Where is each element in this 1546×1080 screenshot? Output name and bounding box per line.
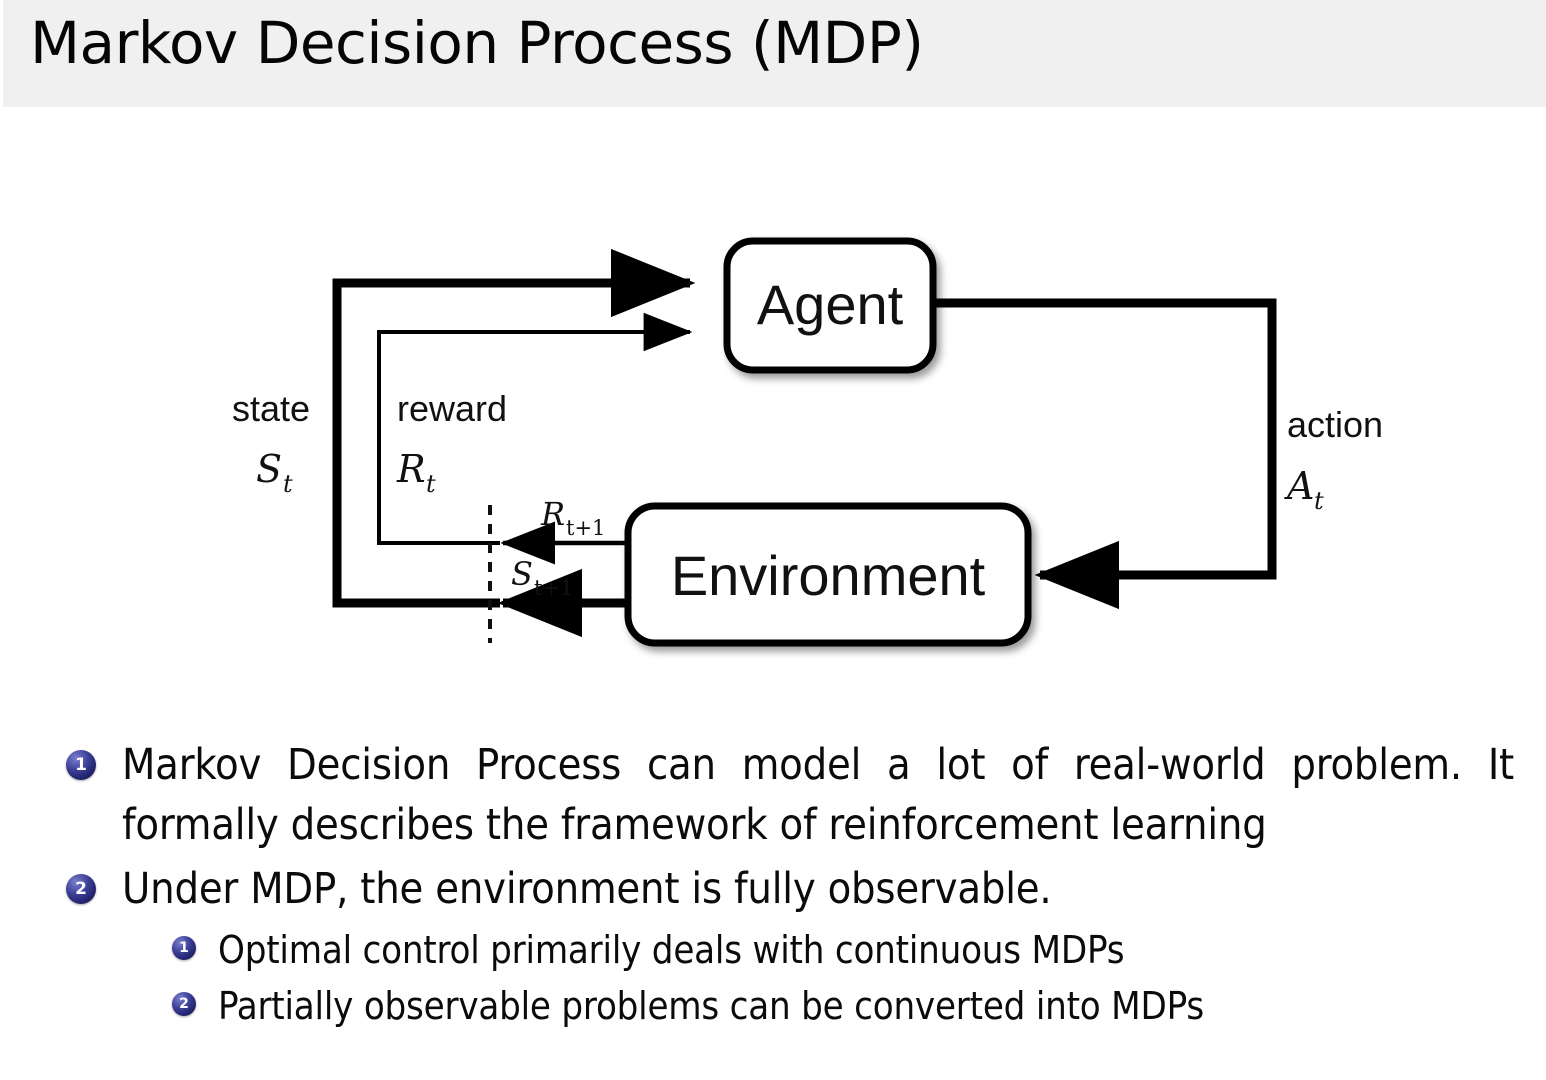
- bullet-text-1: Markov Decision Process can model a lot …: [122, 740, 1514, 850]
- edge-reward: [377, 312, 693, 545]
- state-label: state: [232, 388, 310, 429]
- list-item: 1 Optimal control primarily deals with c…: [172, 923, 1546, 977]
- list-item: 2 Partially observable problems can be c…: [172, 979, 1546, 1033]
- sub-bullet-marker-1: 1: [172, 936, 196, 960]
- agent-node: [723, 237, 937, 374]
- list-item: 2 Under MDP, the environment is fully ob…: [66, 859, 1546, 919]
- bullet-marker-1: 1: [66, 750, 96, 780]
- slide-header: Markov Decision Process (MDP): [0, 0, 1546, 107]
- bullet-list: 1 Markov Decision Process can model a lo…: [0, 735, 1546, 1035]
- environment-label: Environment: [671, 544, 986, 607]
- reward-next-symbol: R: [540, 495, 565, 533]
- state-next-subscript: t+1: [534, 576, 573, 600]
- mdp-diagram: Agent Environment state S t reward R t a…: [0, 107, 1546, 707]
- state-symbol: S: [256, 447, 282, 491]
- bullet-marker-2: 2: [66, 874, 96, 904]
- state-symbol-subscript: t: [283, 470, 293, 498]
- reward-next-subscript: t+1: [566, 516, 605, 540]
- reward-symbol-subscript: t: [426, 470, 436, 498]
- action-label: action: [1287, 404, 1383, 445]
- state-next-symbol: S: [511, 555, 533, 593]
- sub-bullet-text-1: Optimal control primarily deals with con…: [218, 928, 1125, 972]
- sub-bullet-text-2: Partially observable problems can be con…: [218, 984, 1204, 1028]
- list-item: 1 Markov Decision Process can model a lo…: [66, 735, 1546, 855]
- environment-node: [624, 502, 1032, 647]
- page-title: Markov Decision Process (MDP): [30, 9, 924, 77]
- reward-label: reward: [397, 388, 507, 429]
- edge-state: [332, 248, 696, 608]
- sub-bullet-marker-2: 2: [172, 992, 196, 1016]
- agent-label: Agent: [757, 273, 904, 336]
- bullet-text-2: Under MDP, the environment is fully obse…: [122, 864, 1052, 914]
- action-symbol-subscript: t: [1314, 487, 1324, 515]
- reward-symbol: R: [396, 447, 426, 491]
- edge-action: [935, 298, 1277, 610]
- action-symbol: A: [1284, 464, 1314, 508]
